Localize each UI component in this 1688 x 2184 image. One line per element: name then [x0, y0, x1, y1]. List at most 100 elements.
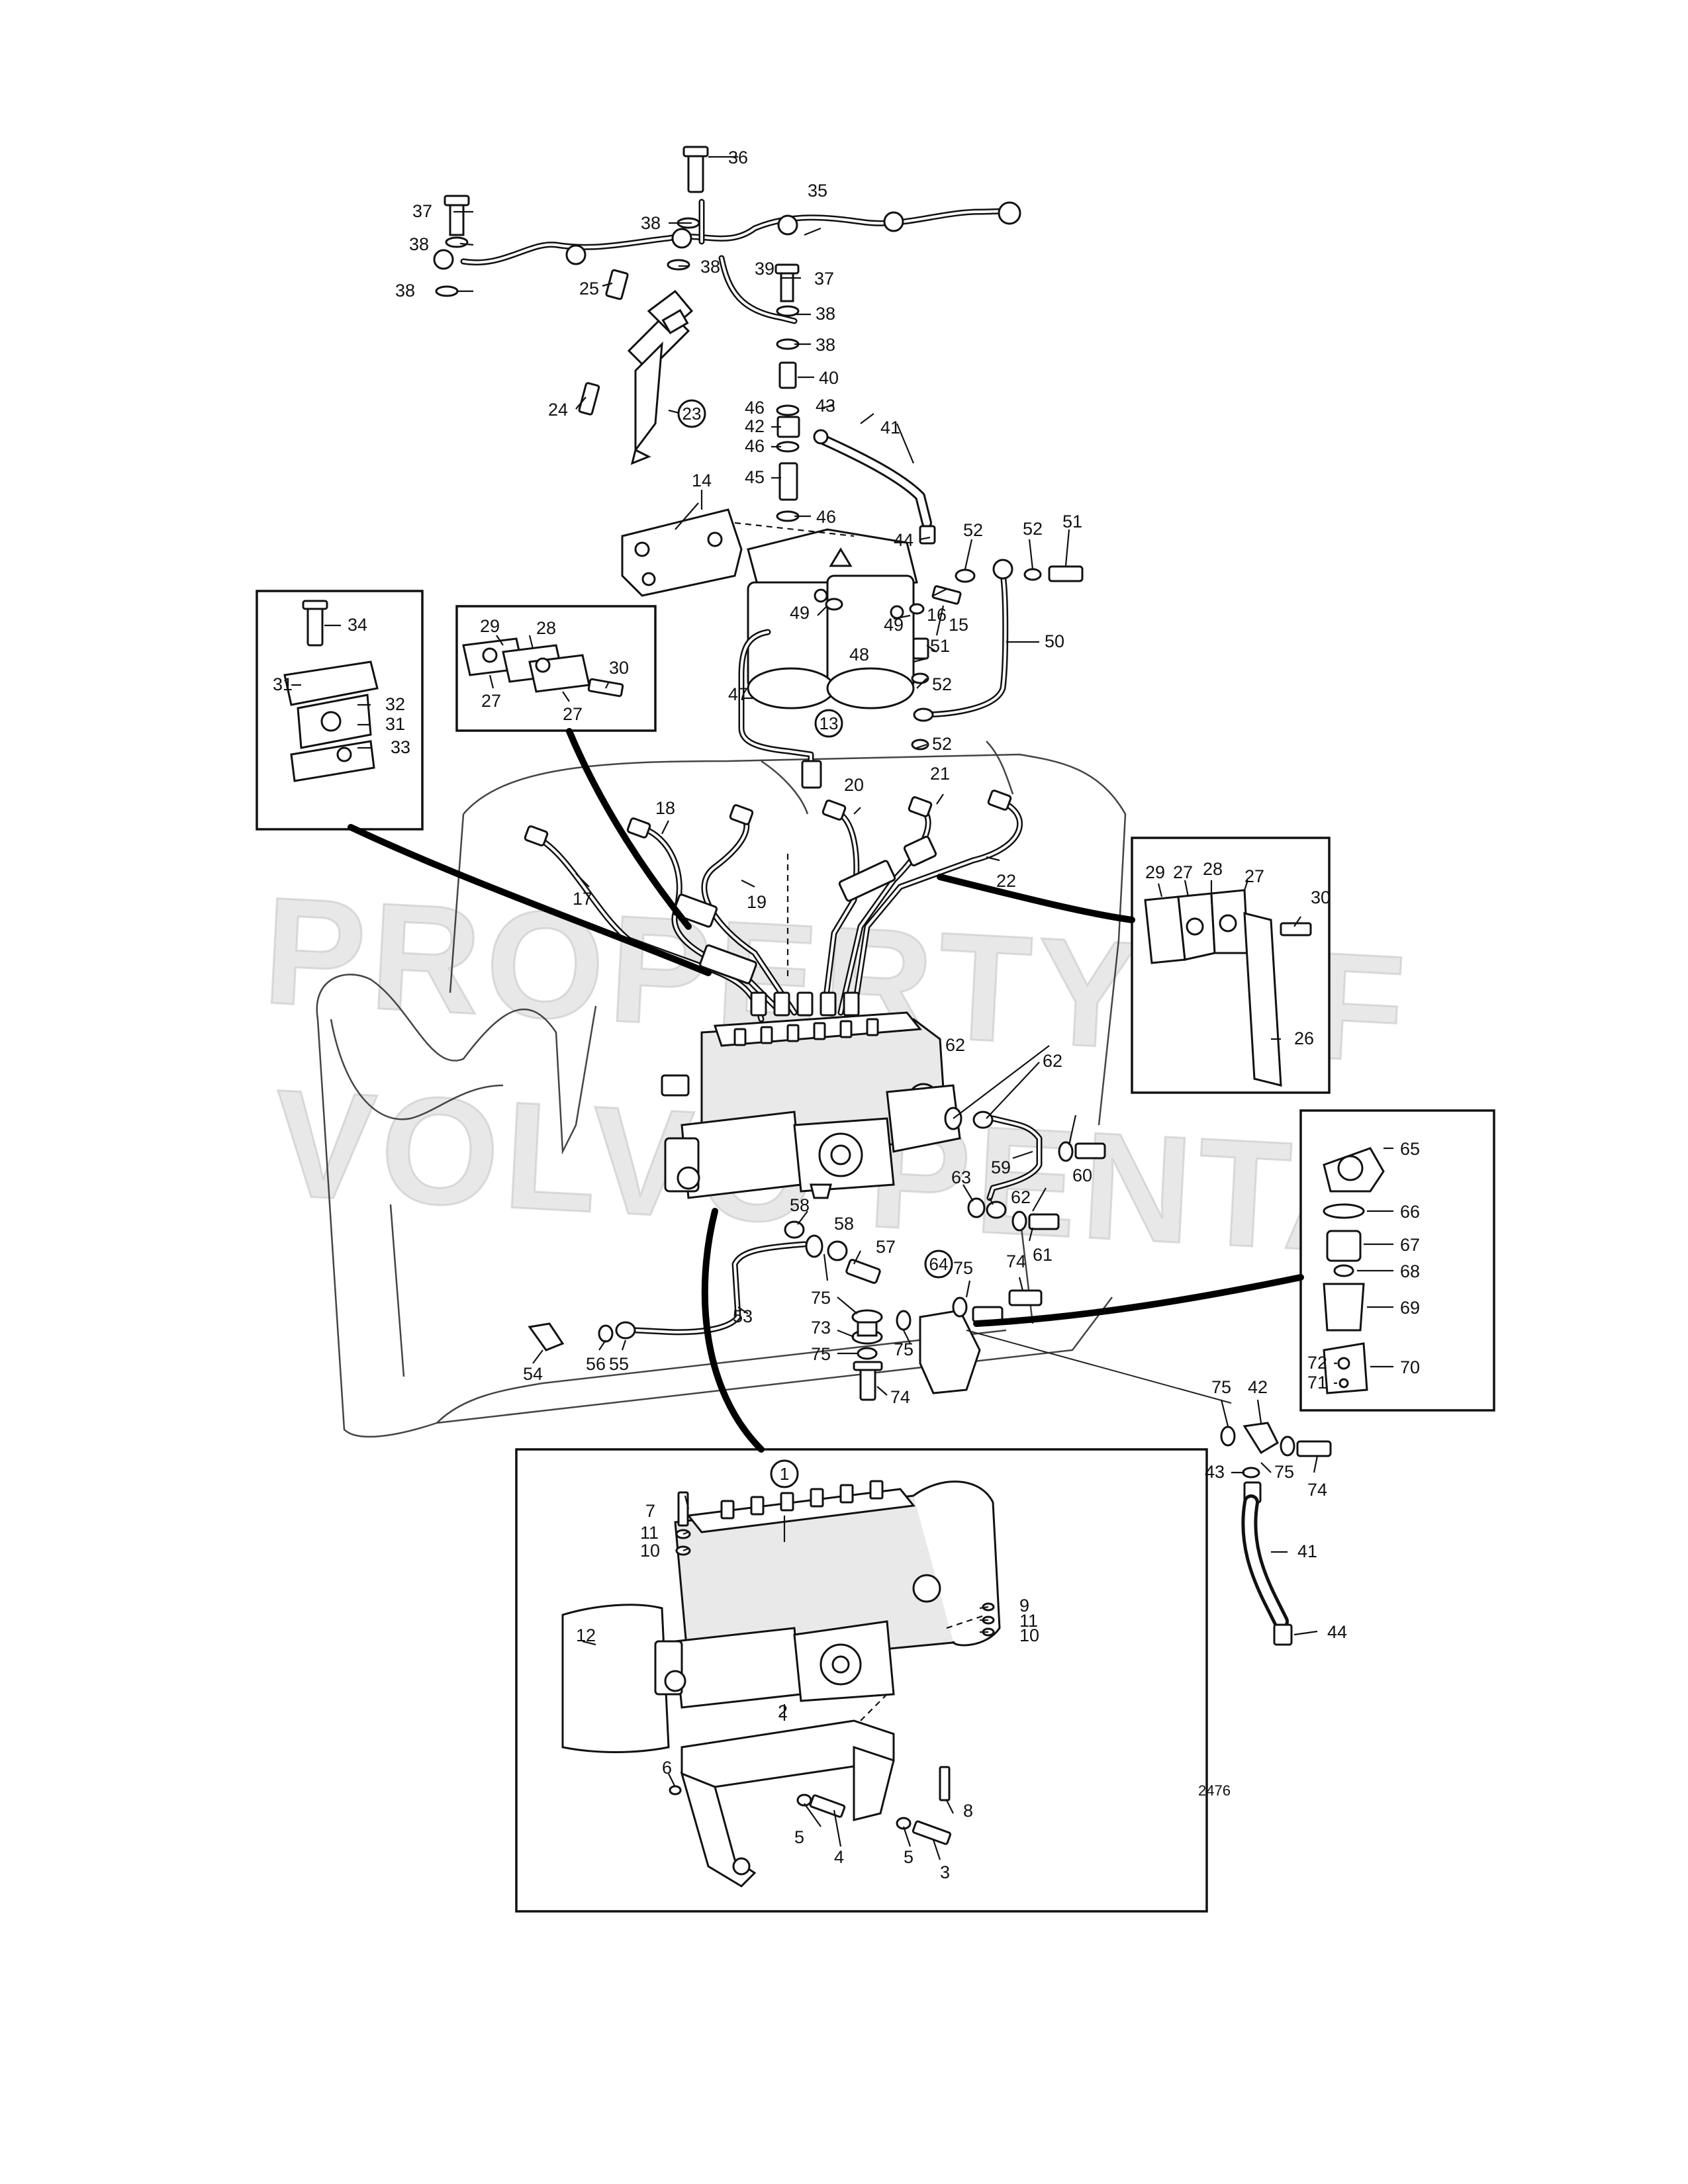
injection-pressure-lines	[524, 790, 1023, 1023]
label-15: 15	[949, 615, 968, 635]
label-7: 7	[645, 1501, 655, 1521]
label-28a: 28	[536, 618, 556, 638]
circle-13	[814, 709, 843, 738]
label-50: 50	[1045, 631, 1064, 651]
label-59: 59	[991, 1158, 1011, 1177]
label-62b: 62	[1043, 1051, 1062, 1071]
label-28b: 28	[1203, 859, 1223, 879]
label-44a: 44	[894, 530, 914, 550]
label-38a: 38	[409, 234, 429, 254]
label-75d: 75	[811, 1344, 831, 1364]
label-27d: 27	[1244, 866, 1264, 886]
label-56: 56	[586, 1354, 606, 1374]
circle-23	[677, 399, 706, 428]
label-22: 22	[996, 871, 1016, 891]
label-58a: 58	[790, 1195, 810, 1215]
label-41a: 41	[880, 418, 900, 437]
label-74b: 74	[890, 1387, 910, 1407]
label-17: 17	[573, 889, 592, 909]
return-line-59	[944, 1107, 1106, 1232]
label-61: 61	[1033, 1245, 1053, 1265]
label-29a: 29	[480, 616, 500, 636]
label-14: 14	[692, 471, 712, 490]
label-75a: 75	[953, 1258, 973, 1278]
label-51b: 51	[930, 636, 950, 656]
label-1: 1	[780, 1464, 789, 1484]
label-75c: 75	[894, 1340, 914, 1359]
label-30a: 30	[609, 658, 629, 678]
label-11a: 11	[640, 1523, 659, 1543]
label-43b: 43	[1205, 1462, 1225, 1482]
label-71: 71	[1307, 1373, 1327, 1392]
label-70: 70	[1400, 1357, 1420, 1377]
label-18: 18	[655, 798, 675, 818]
label-52b: 52	[1023, 519, 1043, 539]
label-10b: 10	[1019, 1625, 1039, 1645]
strainer-64	[851, 1289, 1232, 1404]
label-30b: 30	[1311, 887, 1331, 907]
label-32: 32	[385, 694, 405, 714]
label-55: 55	[609, 1354, 629, 1374]
label-74a: 74	[1006, 1251, 1026, 1271]
label-46c: 46	[816, 507, 836, 527]
label-73: 73	[811, 1318, 831, 1338]
label-45: 45	[745, 467, 765, 487]
label-42a: 42	[745, 416, 765, 436]
label-12: 12	[576, 1625, 596, 1645]
label-27c: 27	[1173, 862, 1193, 882]
circled-callouts	[677, 399, 953, 1488]
label-21: 21	[930, 764, 950, 784]
label-26: 26	[1294, 1028, 1314, 1048]
label-33: 33	[391, 737, 410, 757]
label-65: 65	[1400, 1139, 1420, 1159]
inset-clamp-31-34	[256, 590, 424, 831]
label-36: 36	[728, 148, 748, 167]
label-38f: 38	[816, 335, 835, 355]
callout-connectors	[348, 728, 1304, 1453]
inset-clamp-26-30-right	[1131, 837, 1331, 1094]
label-31a: 31	[273, 674, 293, 694]
label-24: 24	[548, 400, 568, 420]
label-67: 67	[1400, 1235, 1420, 1255]
leak-off-rail	[433, 146, 1021, 545]
label-53: 53	[733, 1306, 753, 1326]
label-44b: 44	[1327, 1622, 1347, 1642]
label-3: 3	[940, 1862, 950, 1882]
circle-64	[924, 1250, 953, 1279]
label-51a: 51	[1062, 512, 1082, 531]
label-43a: 43	[816, 396, 835, 416]
label-38c: 38	[641, 213, 661, 233]
label-75e: 75	[1211, 1377, 1231, 1397]
inset-clamp-27-30-upper	[455, 605, 657, 732]
label-5a: 5	[794, 1827, 804, 1847]
label-64: 64	[929, 1254, 949, 1274]
label-62a: 62	[945, 1035, 965, 1055]
label-37b: 37	[814, 269, 834, 289]
label-8: 8	[963, 1801, 973, 1821]
label-52a: 52	[963, 520, 983, 540]
label-42b: 42	[1248, 1377, 1268, 1397]
label-38e: 38	[816, 304, 835, 324]
label-57: 57	[876, 1237, 896, 1257]
label-47: 47	[728, 684, 748, 704]
label-69: 69	[1400, 1298, 1420, 1318]
label-63: 63	[951, 1167, 971, 1187]
feed-line-53	[528, 1220, 881, 1351]
label-52d: 52	[932, 734, 952, 754]
label-68: 68	[1400, 1261, 1420, 1281]
label-75f: 75	[1274, 1462, 1294, 1482]
label-20: 20	[844, 775, 864, 795]
label-41b: 41	[1297, 1541, 1317, 1561]
label-19: 19	[747, 892, 767, 912]
label-75b: 75	[811, 1288, 831, 1308]
injection-pump-main	[661, 1011, 961, 1199]
label-9: 9	[1019, 1596, 1029, 1615]
label-38d: 38	[700, 257, 720, 277]
label-23: 23	[682, 404, 702, 424]
label-46a: 46	[745, 398, 765, 418]
label-58b: 58	[834, 1214, 854, 1234]
figure-number: 2476	[1198, 1782, 1231, 1799]
label-62c: 62	[1011, 1187, 1031, 1207]
label-49b: 49	[884, 615, 904, 635]
